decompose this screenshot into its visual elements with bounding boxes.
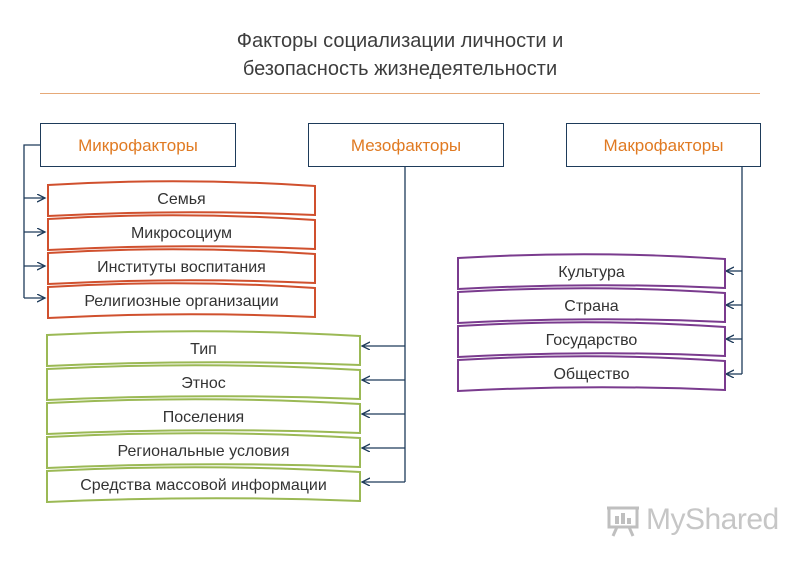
banner-shape	[47, 248, 316, 286]
micro-item-religious: Религиозные организации	[84, 293, 279, 310]
myshared-logo: MyShared	[606, 500, 779, 540]
macro-banners	[457, 253, 726, 393]
title-divider	[40, 93, 760, 94]
macro-item-society: Общество	[553, 366, 630, 383]
meso-connectors	[362, 167, 406, 482]
banner-shape	[457, 287, 726, 325]
macro-connectors	[726, 167, 743, 374]
meso-item-ethnos: Этнос	[181, 375, 226, 392]
banner-shape	[46, 466, 361, 504]
banner-shape	[46, 432, 361, 470]
banner-shape	[457, 321, 726, 359]
banner-shape	[457, 253, 726, 291]
banner-shape	[46, 364, 361, 402]
title-line-2: безопасность жизнедеятельности	[242, 58, 558, 80]
macro-item-state: Государство	[545, 332, 638, 349]
title-line-1: Факторы социализации личности и	[236, 30, 564, 52]
banner-shape	[47, 214, 316, 252]
header-meso: Мезофакторы	[308, 123, 504, 167]
micro-item-microsocium: Микросоциум	[130, 225, 233, 242]
meso-item-media: Средства массовой информации	[80, 477, 327, 494]
banner-shape	[457, 355, 726, 393]
banner-shape	[46, 330, 361, 368]
banner-shape	[47, 282, 316, 320]
micro-item-family: Семья	[157, 191, 206, 208]
meso-item-settlements: Поселения	[162, 409, 245, 426]
presentation-board-icon	[607, 506, 639, 537]
macro-item-country: Страна	[564, 298, 619, 315]
meso-banners	[46, 330, 361, 504]
micro-banners	[47, 180, 316, 320]
micro-item-institutions: Институты воспитания	[97, 259, 266, 276]
header-micro: Микрофакторы	[40, 123, 236, 167]
banner-shape	[46, 398, 361, 436]
header-macro: Макрофакторы	[566, 123, 761, 167]
page-title: Факторы социализации личности и безопасн…	[0, 27, 800, 83]
meso-item-regional: Региональные условия	[117, 443, 290, 460]
logo-text: MyShared	[646, 503, 779, 536]
banner-shape	[47, 180, 316, 218]
meso-item-type: Тип	[190, 341, 217, 358]
macro-item-culture: Культура	[558, 264, 625, 281]
micro-connectors	[23, 144, 45, 298]
